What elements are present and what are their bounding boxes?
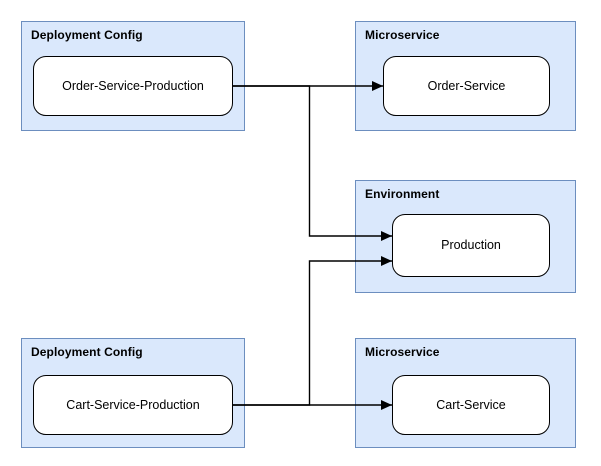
node-cart-service[interactable]: Cart-Service [392,375,550,435]
group-label-environment-production: Environment [365,187,440,201]
node-production[interactable]: Production [392,214,550,277]
group-label-microservice-cart: Microservice [365,345,440,359]
node-label-cart-service-production: Cart-Service-Production [66,397,200,412]
node-cart-service-production[interactable]: Cart-Service-Production [33,375,233,435]
node-order-service-production[interactable]: Order-Service-Production [33,56,233,116]
group-label-deployment-config-order: Deployment Config [31,28,143,42]
node-label-production: Production [441,238,501,252]
group-label-microservice-order: Microservice [365,28,440,42]
node-label-cart-service: Cart-Service [436,397,506,412]
node-order-service[interactable]: Order-Service [383,56,550,116]
node-label-order-service-production: Order-Service-Production [62,78,204,93]
node-label-order-service: Order-Service [427,78,506,93]
group-label-deployment-config-cart: Deployment Config [31,345,143,359]
